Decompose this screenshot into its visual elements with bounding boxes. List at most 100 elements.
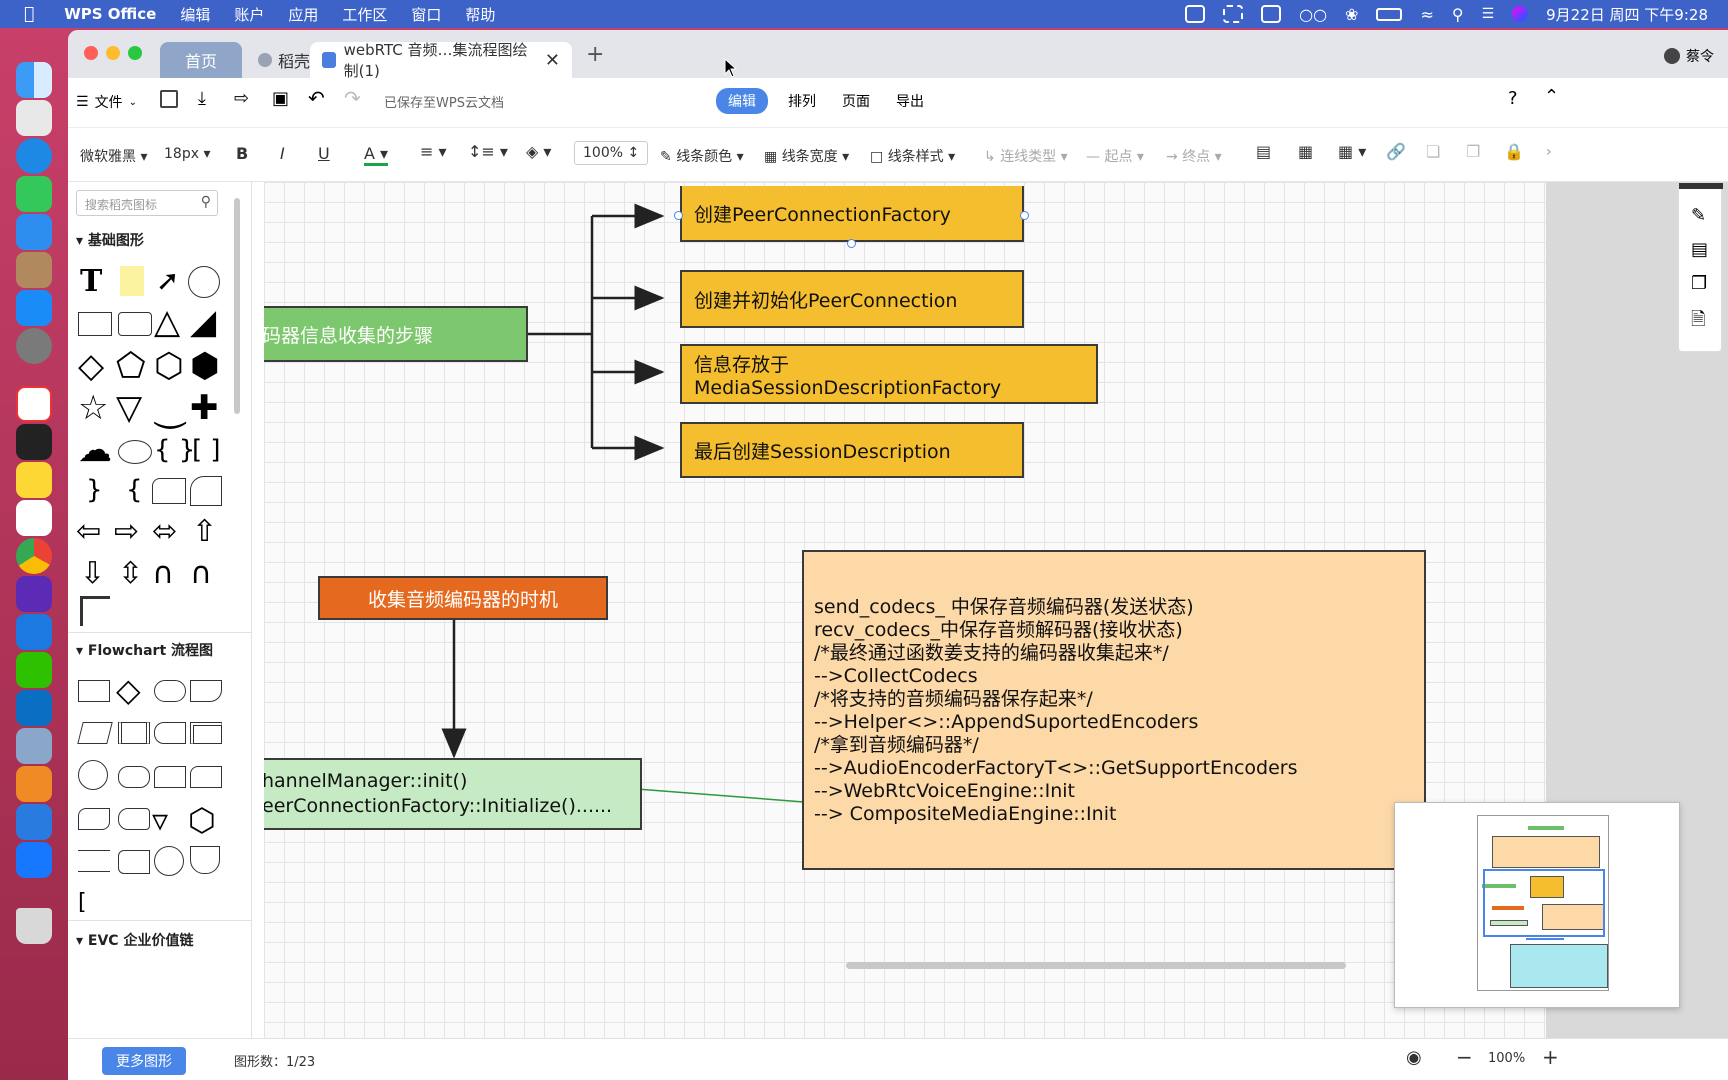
process-shape-icon[interactable]	[78, 680, 110, 702]
font-color-button[interactable]: A ▾	[364, 144, 389, 166]
rectangle-shape-icon[interactable]	[78, 312, 112, 336]
step-create-session[interactable]: 最后创建SessionDescription	[680, 422, 1024, 478]
group-icon[interactable]: ❏	[1426, 142, 1441, 161]
undo-icon[interactable]: ↶	[308, 86, 325, 110]
selection-handle[interactable]	[1020, 211, 1029, 220]
finder-icon[interactable]	[16, 62, 52, 98]
root-node[interactable]: 码器信息收集的步骤	[264, 306, 528, 362]
document-shape-icon[interactable]	[190, 680, 222, 702]
menu-workspace[interactable]: 工作区	[332, 5, 387, 24]
align-button[interactable]: ≡ ▾	[420, 142, 447, 161]
mail-icon[interactable]	[16, 214, 52, 250]
tab-home[interactable]: 首页	[160, 42, 242, 78]
annotation-bracket-shape-icon[interactable]: [	[78, 890, 87, 915]
line-color-button[interactable]: ✎ 线条颜色 ▾	[660, 149, 744, 165]
vscode-icon[interactable]	[16, 690, 52, 726]
sequential-storage-shape-icon[interactable]	[154, 846, 184, 876]
sidebar-scrollbar[interactable]	[234, 198, 240, 414]
shield-shape-icon[interactable]: ▽	[116, 388, 143, 428]
selection-handle[interactable]	[847, 239, 856, 248]
file-menu-button[interactable]: ☰ 文件 ⌄	[76, 92, 137, 112]
selection-handle[interactable]	[674, 211, 683, 220]
hexagon-shape-icon[interactable]: ⬡	[154, 346, 184, 386]
annotation-lines-shape-icon[interactable]	[78, 850, 110, 872]
notes-icon[interactable]	[16, 462, 52, 498]
end-arrow-button[interactable]: → 终点 ▾	[1166, 149, 1222, 165]
preview-icon[interactable]	[16, 728, 52, 764]
off-page-shape-icon[interactable]	[118, 850, 150, 874]
ellipse-shape-icon[interactable]	[118, 440, 152, 464]
export-icon[interactable]: ⇨	[234, 88, 250, 109]
mode-tab-arrange[interactable]: 排列	[788, 94, 816, 110]
arrow-line-shape-icon[interactable]: ➚	[156, 264, 180, 297]
data-shape-icon[interactable]	[77, 722, 113, 744]
more-tools-icon[interactable]: ›	[1546, 144, 1552, 160]
right-brace-shape-icon[interactable]: }	[86, 475, 103, 505]
rounded-rect-shape-icon[interactable]	[118, 312, 152, 336]
pentagon-shape-icon[interactable]: ⬠	[116, 346, 146, 386]
sublime-icon[interactable]	[16, 766, 52, 802]
navigator-minimap[interactable]	[1394, 802, 1680, 1008]
minimap-viewport[interactable]	[1483, 869, 1605, 937]
pages-icon[interactable]: ❐	[1691, 273, 1708, 294]
table-icon[interactable]: ▦ ▾	[1338, 142, 1367, 161]
step-store-description[interactable]: 信息存放于MediaSessionDescriptionFactory	[680, 344, 1098, 404]
terminator-shape-icon[interactable]	[154, 680, 186, 702]
u-turn-shape-icon[interactable]: ∩	[152, 556, 174, 591]
messages-icon[interactable]	[16, 176, 52, 212]
menu-edit[interactable]: 编辑	[170, 5, 210, 24]
left-right-arrow-shape-icon[interactable]: ⇦	[76, 514, 102, 549]
connector-type-button[interactable]: ↳ 连线类型 ▾	[984, 149, 1068, 165]
tab-daoke[interactable]: 稻壳	[246, 42, 324, 78]
minimize-window-button[interactable]	[106, 46, 120, 60]
connector-shape-icon[interactable]	[78, 760, 108, 790]
section-flowchart[interactable]: ▾ Flowchart 流程图	[76, 643, 214, 659]
mode-tab-export[interactable]: 导出	[896, 94, 924, 110]
right-arrow-shape-icon[interactable]: ⇨	[114, 514, 140, 549]
font-family-select[interactable]: 微软雅黑 ▾	[80, 149, 148, 165]
canvas-horizontal-scrollbar[interactable]	[846, 962, 1346, 969]
link-icon[interactable]: 🔗	[1386, 142, 1406, 161]
up-arrow-shape-icon[interactable]: ⇧	[192, 514, 218, 549]
section-evc[interactable]: ▾ EVC 企业价值链	[76, 933, 194, 949]
appstore-icon[interactable]	[16, 290, 52, 326]
apple-icon[interactable]: 	[24, 4, 34, 24]
italic-button[interactable]: I	[280, 144, 285, 163]
left-brace-shape-icon[interactable]: {	[126, 475, 143, 505]
internal-storage-shape-icon[interactable]	[190, 722, 222, 744]
zoom-out-button[interactable]: −	[1456, 1045, 1473, 1069]
u-turn-arrow-shape-icon[interactable]: ∩	[190, 556, 212, 591]
input-method-icon[interactable]	[1261, 5, 1282, 23]
note-box[interactable]: send_codecs_ 中保存音频编码器(发送状态) recv_codecs_…	[802, 550, 1426, 870]
wps-tray-icon[interactable]	[1185, 5, 1206, 23]
redo-icon[interactable]: ↷	[344, 86, 361, 110]
system-preferences-icon[interactable]	[16, 328, 52, 364]
step-init-peerconnection[interactable]: 创建并初始化PeerConnection	[680, 270, 1024, 328]
contacts-icon[interactable]	[16, 252, 52, 288]
close-window-button[interactable]	[84, 46, 98, 60]
off-page-ref-shape-icon[interactable]	[190, 846, 220, 874]
diamond-shape-icon[interactable]: ◇	[78, 346, 105, 386]
wechat-tray-icon[interactable]: ○○	[1299, 4, 1328, 24]
start-arrow-button[interactable]: — 起点 ▾	[1086, 149, 1144, 165]
menu-account[interactable]: 账户	[224, 5, 264, 24]
screenshot-tray-icon[interactable]	[1223, 5, 1244, 23]
spotlight-search-icon[interactable]: ⚲	[1451, 4, 1464, 24]
down-arrow-shape-icon[interactable]: ⇩	[80, 556, 106, 591]
chrome-icon[interactable]	[16, 538, 52, 574]
manual-input-shape-icon[interactable]	[154, 766, 186, 788]
octagon-shape-icon[interactable]: ⬢	[190, 346, 220, 386]
bold-button[interactable]: B	[236, 144, 249, 163]
help-icon[interactable]: ?	[1508, 88, 1518, 109]
bracket-shape-icon[interactable]: [ ]	[192, 435, 221, 465]
cross-shape-icon[interactable]: ✚	[190, 388, 219, 428]
document-icon[interactable]: 🗎	[1691, 309, 1706, 330]
line-spacing-button[interactable]: ↕≡ ▾	[468, 142, 508, 161]
corner-shape-icon[interactable]	[80, 596, 110, 626]
user-account[interactable]: 蔡令	[1664, 46, 1714, 66]
zoom-window-button[interactable]	[128, 46, 142, 60]
connector-root-trunk[interactable]	[526, 216, 594, 448]
shape-search[interactable]: 搜索稻壳图标 ⚲	[76, 190, 218, 216]
banner-shape-icon[interactable]: ⏝	[154, 388, 187, 428]
diagram-canvas[interactable]: 创建PeerConnectionFactory 创建并初始化PeerConnec…	[264, 182, 1592, 1038]
